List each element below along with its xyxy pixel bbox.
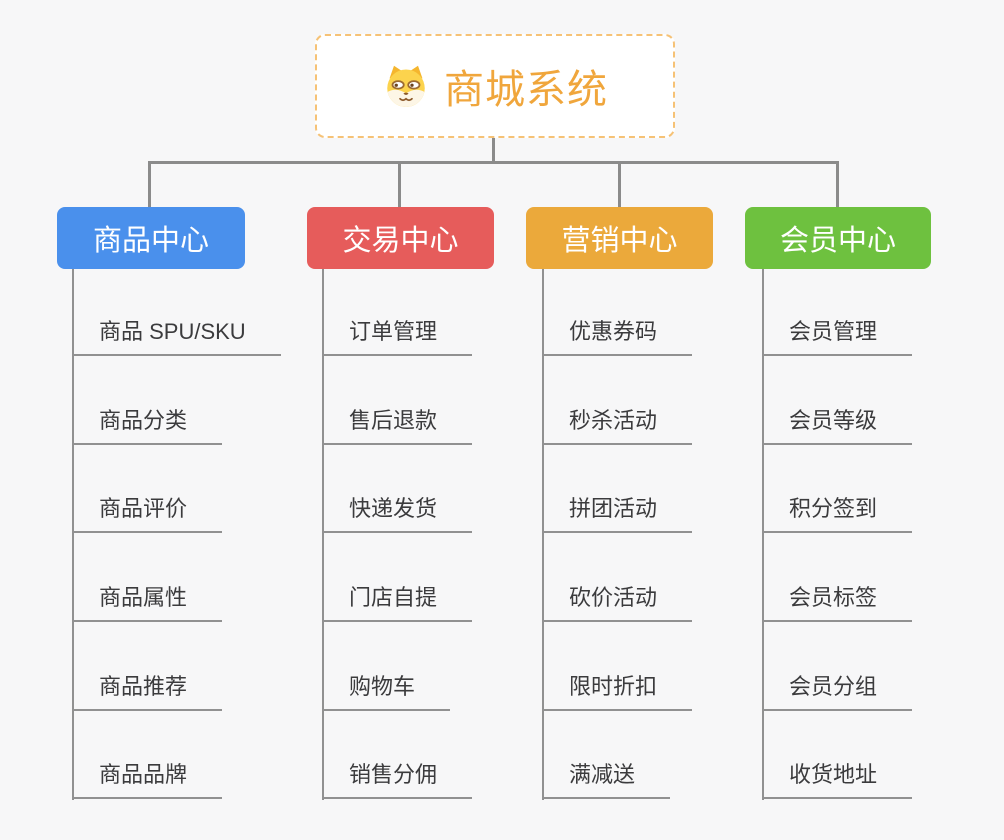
- leaf-node[interactable]: 销售分佣: [322, 761, 473, 799]
- root-label: 商城系统: [444, 68, 608, 112]
- connector-line: [148, 161, 839, 164]
- branch-spine: [542, 269, 544, 800]
- leaf-node[interactable]: 会员标签: [762, 584, 913, 622]
- leaf-node[interactable]: 快递发货: [322, 495, 473, 533]
- leaf-node[interactable]: 商品评价: [72, 495, 223, 533]
- leaf-node[interactable]: 砍价活动: [542, 584, 693, 622]
- shiba-dog-icon: [387, 65, 425, 107]
- leaf-node[interactable]: 积分签到: [762, 495, 913, 533]
- leaf-node[interactable]: 收货地址: [762, 761, 913, 799]
- leaf-node[interactable]: 商品属性: [72, 584, 223, 622]
- connector-line: [836, 161, 839, 208]
- branch-spine: [322, 269, 324, 800]
- leaf-node[interactable]: 秒杀活动: [542, 407, 693, 445]
- branch-node-product[interactable]: 商品中心: [57, 207, 245, 269]
- leaf-node[interactable]: 订单管理: [322, 318, 473, 356]
- leaf-node[interactable]: 商品 SPU/SKU: [72, 318, 281, 356]
- leaf-node[interactable]: 商品推荐: [72, 673, 223, 711]
- branch-spine: [72, 269, 74, 800]
- leaf-node[interactable]: 商品品牌: [72, 761, 223, 799]
- connector-line: [492, 138, 495, 164]
- branch-node-member[interactable]: 会员中心: [745, 207, 931, 269]
- leaf-node[interactable]: 购物车: [322, 673, 451, 711]
- leaf-node[interactable]: 会员等级: [762, 407, 913, 445]
- leaf-node[interactable]: 满减送: [542, 761, 671, 799]
- branch-spine: [762, 269, 764, 800]
- leaf-node[interactable]: 限时折扣: [542, 673, 693, 711]
- root-node[interactable]: 商城系统: [315, 34, 675, 138]
- leaf-node[interactable]: 优惠券码: [542, 318, 693, 356]
- leaf-node[interactable]: 拼团活动: [542, 495, 693, 533]
- leaf-node[interactable]: 会员分组: [762, 673, 913, 711]
- leaf-node[interactable]: 会员管理: [762, 318, 913, 356]
- connector-line: [148, 161, 151, 208]
- connector-line: [398, 164, 401, 208]
- leaf-node[interactable]: 门店自提: [322, 584, 473, 622]
- leaf-node[interactable]: 售后退款: [322, 407, 473, 445]
- connector-line: [618, 164, 621, 208]
- branch-node-trade[interactable]: 交易中心: [307, 207, 494, 269]
- branch-node-marketing[interactable]: 营销中心: [526, 207, 713, 269]
- leaf-node[interactable]: 商品分类: [72, 407, 223, 445]
